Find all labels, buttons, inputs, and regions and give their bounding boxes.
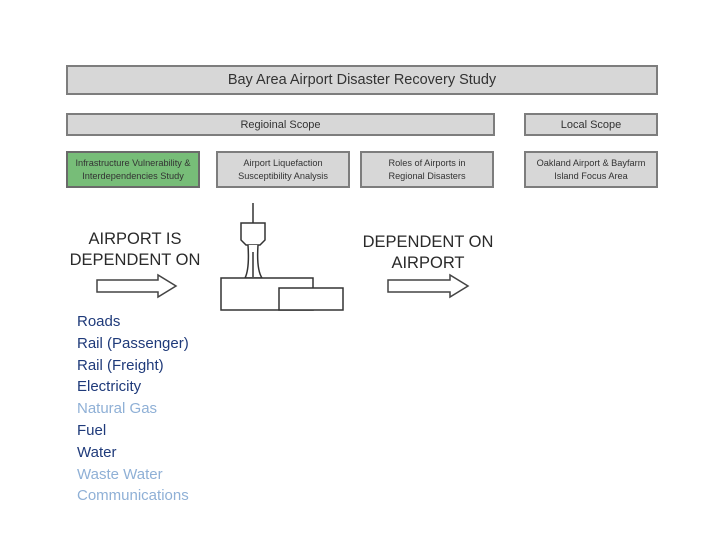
study-box-infrastructure: Infrastructure Vulnerability & Interdepe… bbox=[66, 151, 200, 188]
local-scope-label: Local Scope bbox=[560, 118, 622, 131]
study-box-roles: Roles of Airports in Regional Disasters bbox=[360, 151, 494, 188]
regional-scope-box: Regioinal Scope bbox=[66, 113, 495, 136]
study-label-roles: Roles of Airports in Regional Disasters bbox=[388, 157, 466, 181]
dependency-item-water: Water bbox=[77, 443, 117, 461]
study-label-infrastructure: Infrastructure Vulnerability & Interdepe… bbox=[75, 157, 191, 181]
dependency-item-communications: Communications bbox=[77, 487, 189, 505]
dependency-item-roads: Roads bbox=[77, 313, 121, 330]
study-box-oakland: Oakland Airport & Bayfarm Island Focus A… bbox=[524, 151, 658, 188]
dependency-item-electricity: Electricity bbox=[77, 378, 142, 396]
regional-scope-label: Regioinal Scope bbox=[240, 118, 321, 131]
study-label-oakland: Oakland Airport & Bayfarm Island Focus A… bbox=[536, 157, 646, 181]
dependent-on-airport-heading: DEPENDENT ON AIRPORT bbox=[362, 233, 494, 272]
dependency-item-rail-freight: Rail (Freight) bbox=[77, 356, 164, 374]
dependency-list: Roads Rail (Passenger) Rail (Freight) El… bbox=[77, 311, 189, 507]
local-scope-box: Local Scope bbox=[524, 113, 658, 136]
dependency-item-fuel: Fuel bbox=[77, 421, 107, 439]
study-label-liquefaction: Airport Liquefaction Susceptibility Anal… bbox=[238, 157, 328, 181]
control-tower-icon bbox=[240, 203, 266, 279]
right-arrow-icon bbox=[387, 273, 470, 299]
dependency-item-natural-gas: Natural Gas bbox=[77, 400, 158, 418]
study-title: Bay Area Airport Disaster Recovery Study bbox=[227, 72, 497, 88]
study-box-liquefaction: Airport Liquefaction Susceptibility Anal… bbox=[216, 151, 350, 188]
airport-building-icon bbox=[220, 277, 344, 311]
airport-dependent-on-heading: AIRPORT IS DEPENDENT ON bbox=[69, 230, 201, 269]
study-title-box: Bay Area Airport Disaster Recovery Study bbox=[66, 65, 658, 95]
dependency-item-rail-passenger: Rail (Passenger) bbox=[77, 334, 189, 352]
dependency-item-waste-water: Waste Water bbox=[77, 465, 163, 483]
left-arrow-icon bbox=[96, 273, 178, 299]
